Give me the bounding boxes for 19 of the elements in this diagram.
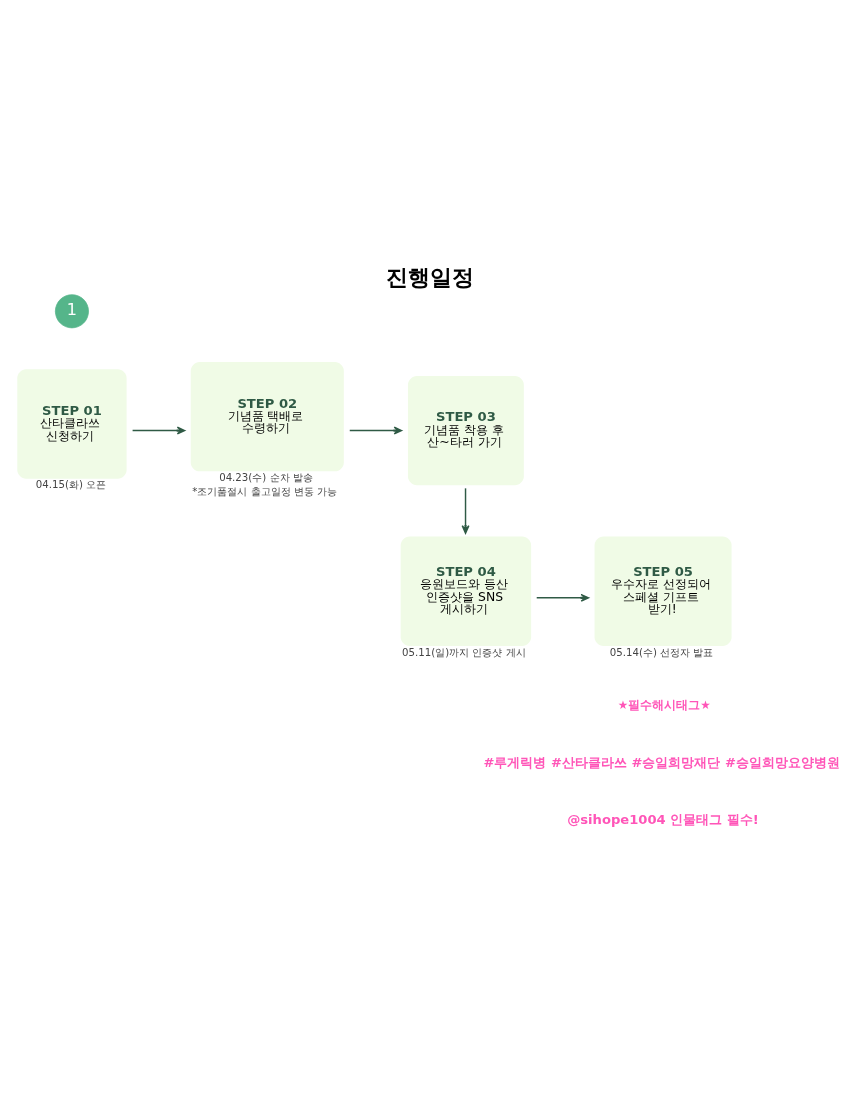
node-box: STEP 05 우수자로 선정되어 스페셜 기프트 받기! xyxy=(594,536,732,646)
node-box: STEP 01 산타클라쓰 신청하기 xyxy=(17,369,127,479)
label: #루게릭병 #산타클라쓰 #승일희망재단 #승일희망요양병원 xyxy=(483,754,841,770)
node-circle: 1 xyxy=(55,294,89,329)
node-label: 05.11(일)까지 인증샷 게시 xyxy=(402,646,526,658)
node-box: STEP 03 기념품 착용 후 산~타러 가기 xyxy=(407,375,524,486)
label: @sihope1004 인물태그 필수! xyxy=(567,812,759,828)
node-box: STEP 04 응원보드와 등산 인증샷을 SNS 게시하기 xyxy=(400,536,532,646)
arrow xyxy=(349,426,403,435)
diagram-title: 진행일정 xyxy=(385,264,474,290)
node-label: 04.15(화) 오픈 xyxy=(35,479,107,491)
node-label: *조기품절시 출고일정 변동 가능 xyxy=(192,485,338,497)
arrow xyxy=(131,426,186,435)
node-label: 05.14(수) 선정자 발표 xyxy=(609,646,714,658)
label: ★필수해시태그★ xyxy=(617,697,711,712)
node-label: 04.23(수) 순차 발송 xyxy=(219,471,313,483)
arrow xyxy=(461,487,470,534)
node-box: STEP 02 기념품 택배로 수령하기 xyxy=(190,362,344,472)
arrow xyxy=(536,593,590,602)
